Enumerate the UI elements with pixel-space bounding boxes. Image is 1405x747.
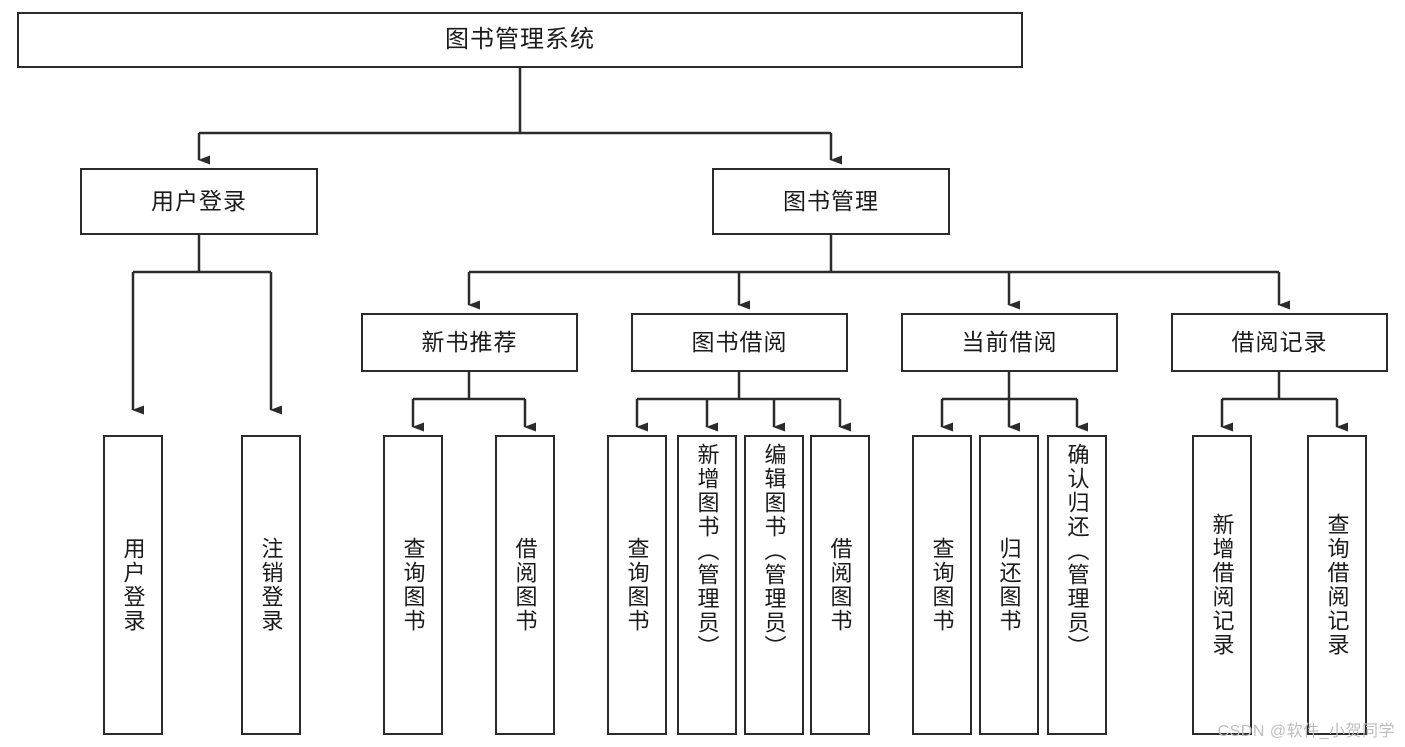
leaf-user-login-login[interactable]: 用户登录 [103,435,163,735]
node-label: 借阅记录 [1231,328,1328,355]
node-label: 查询图书 [624,537,650,633]
leaf-borrow-record-query-record[interactable]: 查询借阅记录 [1307,435,1367,735]
node-label: 借阅图书 [827,537,853,633]
node-current-borrow[interactable]: 当前借阅 [901,313,1118,372]
node-book-borrow[interactable]: 图书借阅 [631,313,848,372]
node-label: 新增借阅记录 [1209,513,1235,657]
node-book-management[interactable]: 图书管理 [712,168,950,235]
node-root-book-management-system[interactable]: 图书管理系统 [17,12,1023,68]
node-borrow-record[interactable]: 借阅记录 [1171,313,1388,372]
leaf-current-borrow-confirm-return-admin[interactable]: 确认归还（管理员） [1047,435,1107,735]
leaf-book-borrow-query-book[interactable]: 查询图书 [607,435,667,735]
leaf-new-book-query-book[interactable]: 查询图书 [383,435,443,735]
watermark: CSDN @软件_小贺同学 [1217,723,1395,740]
leaf-current-borrow-return-book[interactable]: 归还图书 [979,435,1039,735]
leaf-book-borrow-borrow-book[interactable]: 借阅图书 [810,435,870,735]
leaf-book-borrow-add-book-admin[interactable]: 新增图书（管理员） [677,435,737,735]
node-label: 图书管理 [783,187,879,214]
node-label: 图书管理系统 [445,25,595,53]
leaf-user-login-logout[interactable]: 注销登录 [241,435,301,735]
node-label: 归还图书 [996,537,1022,633]
node-label: 用户登录 [120,537,146,633]
leaf-new-book-borrow-book[interactable]: 借阅图书 [495,435,555,735]
node-user-login[interactable]: 用户登录 [80,168,318,235]
node-label: 用户登录 [151,187,247,214]
node-label: 查询借阅记录 [1324,513,1350,657]
node-label: 注销登录 [258,537,284,633]
node-label: 当前借阅 [961,328,1058,355]
leaf-borrow-record-add-record[interactable]: 新增借阅记录 [1192,435,1252,735]
node-label: 图书借阅 [691,328,788,355]
node-new-book-recommend[interactable]: 新书推荐 [361,313,578,372]
node-label: 新增图书（管理员） [694,443,720,659]
node-label: 查询图书 [929,537,955,633]
leaf-book-borrow-edit-book-admin[interactable]: 编辑图书（管理员） [744,435,804,735]
node-label: 编辑图书（管理员） [761,443,787,659]
node-label: 查询图书 [400,537,426,633]
leaf-current-borrow-query-book[interactable]: 查询图书 [912,435,972,735]
node-label: 确认归还（管理员） [1064,443,1090,659]
node-label: 借阅图书 [512,537,538,633]
node-label: 新书推荐 [421,328,518,355]
